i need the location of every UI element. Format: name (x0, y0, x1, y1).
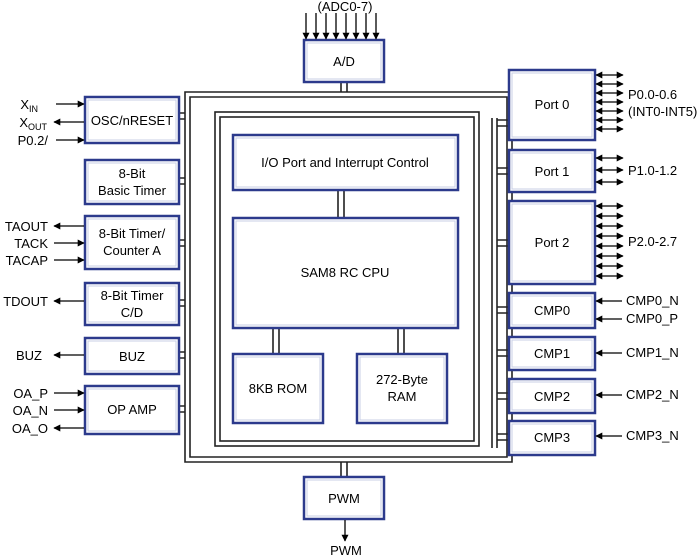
cmp1-block: CMP1 (507, 335, 597, 372)
timer-cd-label-2: C/D (121, 305, 143, 320)
io-port-label: I/O Port and Interrupt Control (261, 155, 429, 170)
taout-label: TAOUT (5, 219, 48, 234)
timer-cd-block: 8-Bit Timer C/D (83, 281, 181, 327)
cpu-block: SAM8 RC CPU (231, 216, 460, 330)
ram-block: 272-Byte RAM (355, 352, 449, 425)
port2-pin-arrows (595, 202, 624, 280)
osc-block: OSC/nRESET (83, 95, 181, 145)
port0-label: Port 0 (535, 97, 570, 112)
pwm-label: PWM (328, 491, 360, 506)
p1-pins-label: P1.0-1.2 (628, 163, 677, 178)
ram-label-2: RAM (388, 389, 417, 404)
rom-block: 8KB ROM (231, 352, 325, 425)
ad-block: A/D (302, 38, 386, 84)
timer-a-label-1: 8-Bit Timer/ (99, 226, 166, 241)
ram-label-1: 272-Byte (376, 372, 428, 387)
op-amp-label: OP AMP (107, 402, 157, 417)
io-port-block: I/O Port and Interrupt Control (231, 133, 460, 192)
basic-timer-block: 8-Bit Basic Timer (83, 158, 181, 206)
oa-o-label: OA_O (12, 421, 48, 436)
tack-label: TACK (14, 236, 48, 251)
cmp0-label: CMP0 (534, 303, 570, 318)
xin-label: XIN (20, 97, 38, 114)
xout-label: XOUT (19, 115, 47, 132)
op-amp-block: OP AMP (83, 384, 181, 436)
port0-pin-arrows (595, 71, 624, 133)
timer-cd-label-1: 8-Bit Timer (101, 288, 165, 303)
buz-signal-label: BUZ (16, 348, 42, 363)
rom-label: 8KB ROM (249, 381, 308, 396)
cmp2-n-label: CMP2_N (626, 387, 679, 402)
cmp1-label: CMP1 (534, 346, 570, 361)
port1-label: Port 1 (535, 164, 570, 179)
basic-timer-label-2: Basic Timer (98, 183, 167, 198)
cmp2-label: CMP2 (534, 389, 570, 404)
p0-pins-label-2: (INT0-INT5) (628, 104, 697, 119)
timer-a-block: 8-Bit Timer/ Counter A (83, 214, 181, 271)
port2-label: Port 2 (535, 235, 570, 250)
pwm-block: PWM (302, 475, 386, 521)
timer-a-label-2: Counter A (103, 243, 161, 258)
tacap-label: TACAP (6, 253, 48, 268)
pwm-output-label: PWM (330, 543, 362, 558)
cmp0-n-label: CMP0_N (626, 293, 679, 308)
internal-bus (179, 82, 513, 477)
basic-timer-label-1: 8-Bit (119, 166, 146, 181)
buz-label: BUZ (119, 349, 145, 364)
cmp3-block: CMP3 (507, 419, 597, 457)
adc-signal-label: (ADC0-7) (318, 0, 373, 14)
p2-pins-label: P2.0-2.7 (628, 234, 677, 249)
port1-pin-arrows (595, 154, 624, 186)
cmp1-n-label: CMP1_N (626, 345, 679, 360)
cmp3-n-label: CMP3_N (626, 428, 679, 443)
p0-pins-label-1: P0.0-0.6 (628, 87, 677, 102)
cmp2-block: CMP2 (507, 377, 597, 415)
buz-block: BUZ (83, 336, 181, 376)
adc-input-arrows (302, 13, 380, 40)
ad-label: A/D (333, 54, 355, 69)
cmp0-block: CMP0 (507, 291, 597, 330)
osc-label: OSC/nRESET (91, 113, 173, 128)
core-boundary (214, 111, 480, 447)
oa-n-label: OA_N (13, 403, 48, 418)
port0-block: Port 0 (507, 68, 597, 142)
cpu-label: SAM8 RC CPU (301, 265, 390, 280)
cmp3-label: CMP3 (534, 430, 570, 445)
cmp0-p-label: CMP0_P (626, 311, 678, 326)
tdout-label: TDOUT (3, 294, 48, 309)
port1-block: Port 1 (507, 148, 597, 194)
p02-label: P0.2/ (18, 133, 49, 148)
oa-p-label: OA_P (13, 386, 48, 401)
port2-block: Port 2 (507, 199, 597, 286)
